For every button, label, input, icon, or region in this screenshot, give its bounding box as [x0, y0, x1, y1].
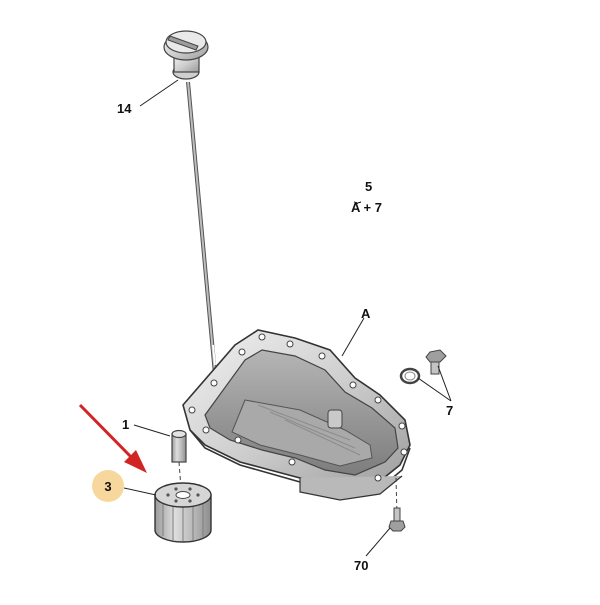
grouping-brace: ⏟ [354, 189, 362, 203]
drain-plug [399, 349, 447, 385]
leader-lines [123, 79, 452, 557]
oil-sump [182, 329, 411, 501]
adapter [171, 429, 187, 489]
callout-3-badge: 3 [92, 470, 124, 502]
callout-70: 70 [354, 558, 369, 573]
callout-a-plus-7: A + 7 [351, 200, 382, 215]
callout-5: 5 [365, 179, 373, 194]
leader-14 [139, 79, 179, 107]
highlight-arrow [78, 403, 147, 473]
leader-a [341, 317, 365, 357]
oil-filter [154, 482, 212, 543]
callout-1: 1 [122, 417, 130, 432]
leader-7a [417, 377, 452, 402]
bolt [388, 477, 406, 532]
callout-14: 14 [117, 101, 132, 116]
leader-1 [133, 424, 171, 437]
leader-70 [365, 527, 391, 557]
callout-7: 7 [446, 403, 454, 418]
leader-3 [123, 487, 157, 496]
callout-3: 3 [104, 478, 112, 494]
callout-a: A [361, 306, 371, 321]
leader-7b [437, 365, 452, 402]
dipstick [163, 30, 218, 386]
